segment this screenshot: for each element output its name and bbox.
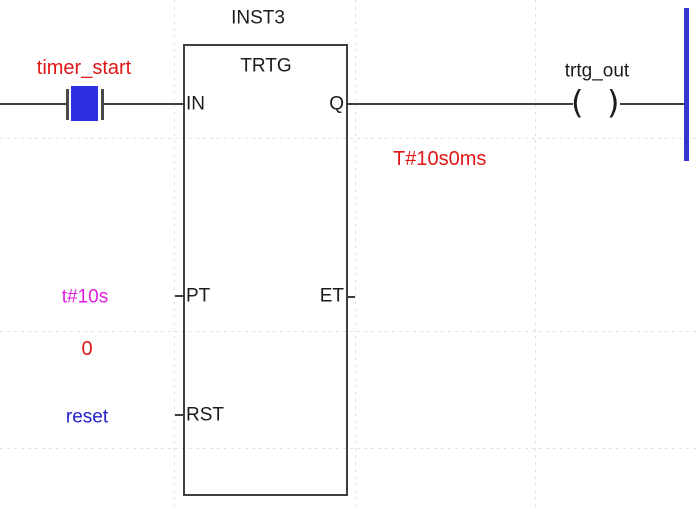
right-power-rail [684,8,689,161]
grid-line-horizontal [0,331,697,332]
wire-coil-to-rail [620,103,686,105]
pin-et-label: ET [319,285,344,307]
wire-contact-to-block [103,103,185,105]
block-body[interactable] [183,44,348,496]
grid-line-horizontal [0,138,697,139]
contact-right-bar-icon [101,89,104,120]
block-instance-label[interactable]: INST3 [231,7,285,29]
operand-pt-value[interactable]: t#10s [61,286,109,308]
grid-line-vertical [174,0,175,507]
coil-open-paren-icon: ( [571,83,584,122]
et-pin-stub [346,296,355,298]
contact-label[interactable]: timer_start [36,57,132,79]
block-type-label: TRTG [240,55,292,77]
pin-rst-label: RST [186,404,224,426]
wire-left-to-contact [0,103,66,105]
operand-rst-value[interactable]: reset [65,406,109,428]
coil-close-paren-icon: ) [607,83,620,122]
pin-pt-label: PT [186,285,211,307]
contact-state-fill [71,86,98,121]
pt-pin-stub [175,295,183,297]
rst-pin-stub [175,414,183,416]
pin-in-label: IN [186,93,205,115]
grid-line-horizontal [0,448,697,449]
operand-monitor-zero: 0 [81,338,93,360]
q-monitor-value: T#10s0ms [393,148,487,170]
wire-q-to-coil [347,103,573,105]
pin-q-label: Q [329,93,344,115]
coil-label[interactable]: trtg_out [564,60,630,82]
grid-line-vertical [535,0,536,507]
contact-left-bar-icon [66,89,69,120]
grid-line-vertical [355,0,356,507]
